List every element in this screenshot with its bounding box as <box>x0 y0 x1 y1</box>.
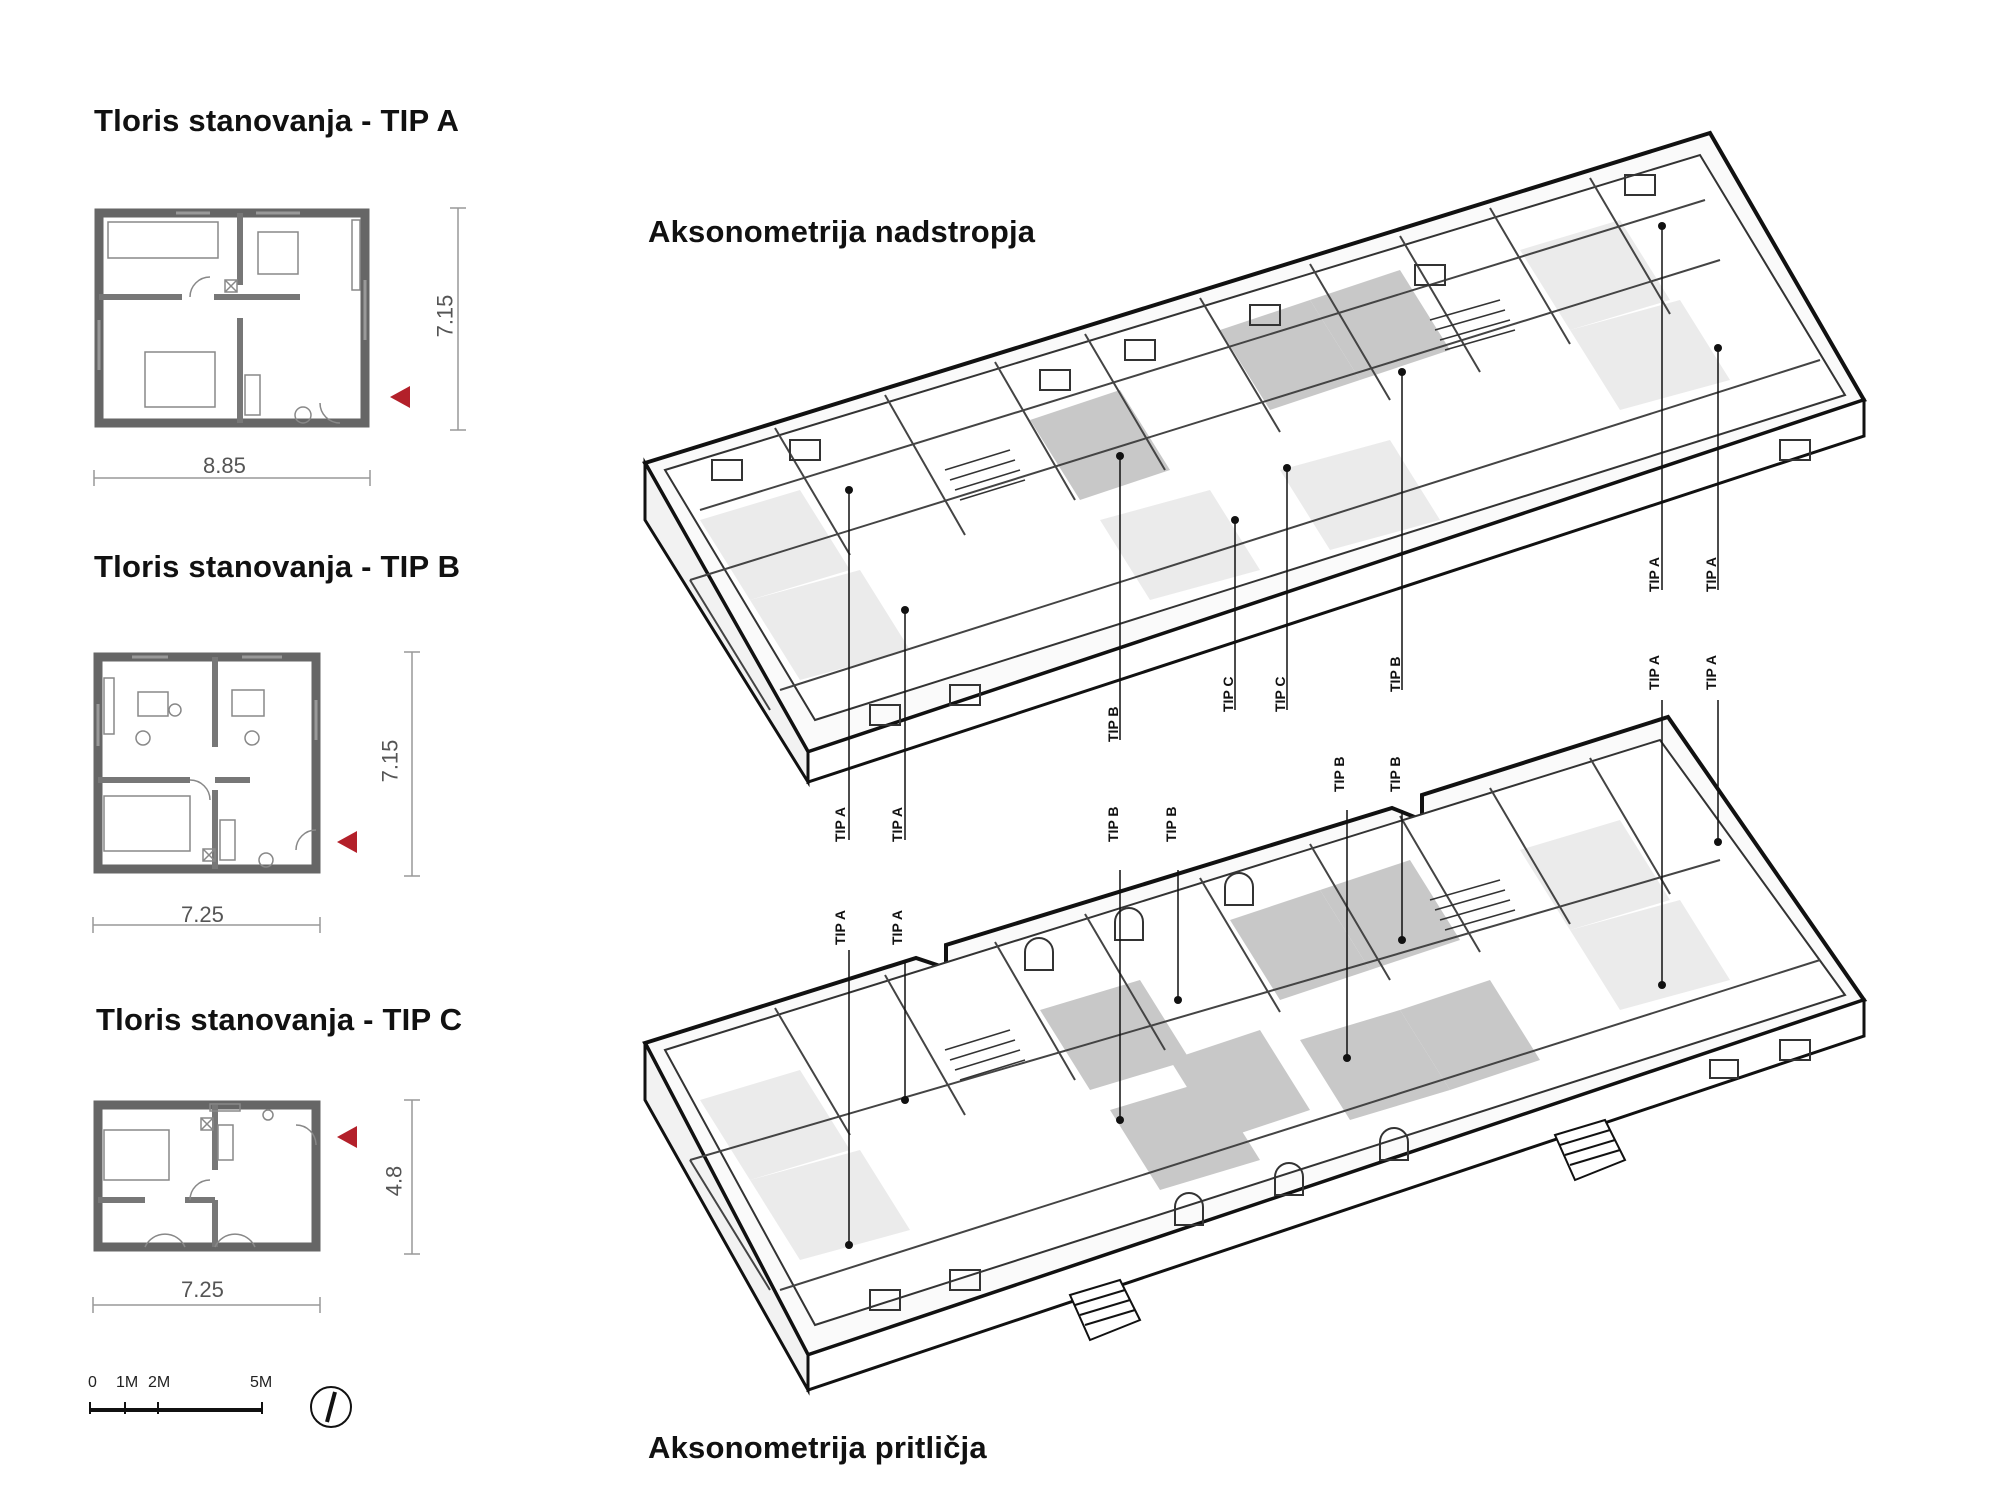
label-lower-tip-b-4: TIP B <box>1387 756 1403 792</box>
axo-upper-title: Aksonometrija nadstropja <box>648 214 1036 249</box>
scale-tick-1m: 1M <box>116 1374 139 1391</box>
label-lower-tip-a-4: TIP A <box>1703 654 1719 690</box>
entry-triangle-icon <box>337 831 357 853</box>
entrance-stair-right <box>1553 1118 1627 1182</box>
entry-triangle-icon <box>337 1126 357 1148</box>
plan-c-title: Tloris stanovanja - TIP C <box>96 1002 463 1037</box>
label-upper-tip-a-2: TIP A <box>889 806 905 842</box>
scale-tick-5m: 5M <box>250 1374 273 1391</box>
label-upper-tip-c-2: TIP C <box>1272 676 1288 712</box>
scale-bar <box>89 1402 263 1414</box>
plan-a-title: Tloris stanovanja - TIP A <box>94 103 460 138</box>
north-arrow-icon <box>310 1386 352 1428</box>
axo-lower-title: Aksonometrija pritličja <box>648 1430 987 1465</box>
label-lower-tip-a-2: TIP A <box>889 909 905 945</box>
scale-tick-2m: 2M <box>148 1374 171 1391</box>
label-lower-tip-a-1: TIP A <box>832 909 848 945</box>
plan-b-width-dim: 7.25 <box>181 902 224 927</box>
plan-c-width-dim: 7.25 <box>181 1277 224 1302</box>
plan-b-title: Tloris stanovanja - TIP B <box>94 549 461 584</box>
plan-a-floorplan <box>94 208 410 428</box>
label-upper-tip-b-2: TIP B <box>1387 656 1403 692</box>
label-lower-tip-b-1: TIP B <box>1105 806 1121 842</box>
label-upper-tip-a-4: TIP A <box>1703 556 1719 592</box>
label-lower-tip-b-3: TIP B <box>1331 756 1347 792</box>
entrance-stair-left <box>1068 1278 1142 1342</box>
plan-b-floorplan <box>93 652 357 874</box>
label-upper-tip-b-1: TIP B <box>1105 706 1121 742</box>
axo-upper-building <box>642 130 1867 840</box>
label-lower-tip-b-2: TIP B <box>1163 806 1179 842</box>
label-lower-tip-a-3: TIP A <box>1646 654 1662 690</box>
plan-a-width-dim: 8.85 <box>203 453 246 478</box>
label-upper-tip-c-1: TIP C <box>1220 676 1236 712</box>
label-upper-tip-a-1: TIP A <box>832 806 848 842</box>
entry-triangle-icon <box>390 386 410 408</box>
label-upper-tip-a-3: TIP A <box>1646 556 1662 592</box>
scale-tick-0: 0 <box>88 1374 97 1391</box>
plan-c-floorplan <box>93 1100 357 1252</box>
axo-lower-building <box>642 700 1868 1396</box>
